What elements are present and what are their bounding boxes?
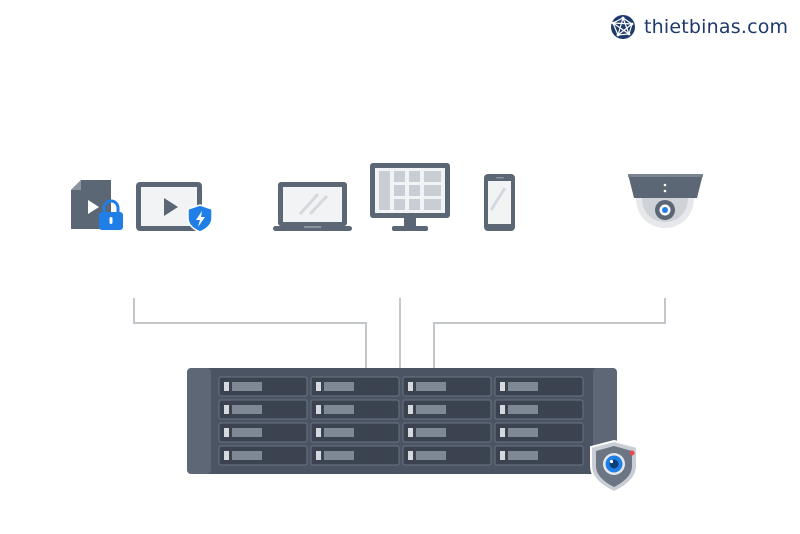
drive-bay bbox=[402, 422, 492, 443]
drive-bay-grid bbox=[218, 376, 584, 466]
dome-camera-icon bbox=[628, 174, 703, 228]
video-player-shield-icon bbox=[136, 182, 213, 233]
drive-bay bbox=[402, 399, 492, 420]
drive-bay bbox=[218, 422, 308, 443]
brand-name: thietbinas.com bbox=[644, 16, 789, 38]
laptop-icon bbox=[273, 182, 352, 231]
drive-bay bbox=[494, 422, 584, 443]
drive-bay bbox=[218, 399, 308, 420]
globe-icon bbox=[611, 15, 635, 39]
drive-bay bbox=[218, 445, 308, 466]
video-file-lock-icon bbox=[71, 180, 123, 230]
drive-bay bbox=[310, 399, 400, 420]
drive-bay bbox=[494, 399, 584, 420]
drive-bay bbox=[310, 445, 400, 466]
smartphone-icon bbox=[484, 174, 515, 231]
drive-bay bbox=[402, 376, 492, 397]
brand-logo[interactable]: thietbinas.com bbox=[610, 12, 788, 42]
drive-bay bbox=[402, 445, 492, 466]
drive-bay bbox=[310, 376, 400, 397]
surveillance-camera-shield-icon bbox=[590, 439, 638, 494]
monitor-icon bbox=[370, 163, 450, 231]
rackmount-nas-icon bbox=[187, 368, 617, 474]
drive-bay bbox=[494, 445, 584, 466]
connector-lines bbox=[133, 298, 666, 371]
drive-bay bbox=[310, 422, 400, 443]
drive-bay bbox=[494, 376, 584, 397]
drive-bay bbox=[218, 376, 308, 397]
